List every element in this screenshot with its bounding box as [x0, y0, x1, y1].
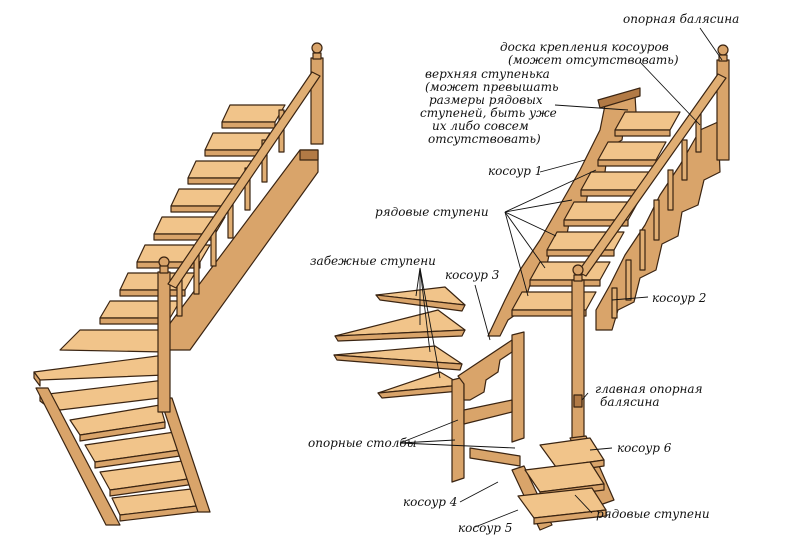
label-stringer-board-line1: доска крепления косоуров: [500, 40, 669, 54]
lower-flight-steps: [69, 404, 206, 522]
label-regular-steps-upper: рядовые ступени: [375, 205, 489, 219]
label-stringer-6: косоур 6: [617, 441, 672, 455]
exploded-upper-flight: [487, 44, 730, 337]
newel-posts: [157, 42, 324, 413]
support-posts: [451, 331, 525, 483]
label-top-step-line4: ступеней, быть уже: [420, 106, 557, 120]
label-stringer-4: косоур 4: [403, 495, 458, 509]
left-lower-stringer: [35, 387, 121, 526]
label-top-step-line5: их либо совсем: [432, 119, 529, 133]
label-stringer-3: косоур 3: [445, 268, 500, 282]
label-stringer-5: косоур 5: [458, 521, 513, 535]
winder-steps-exploded: [333, 286, 466, 399]
assembled-staircase: [33, 42, 324, 526]
exploded-lower-flight: [511, 435, 615, 531]
label-support-baluster: опорная балясина: [623, 12, 740, 26]
label-top-step-line6: отсутствовать): [428, 132, 541, 146]
label-stringer-1: косоур 1: [488, 164, 543, 178]
label-top-step-line1: верхняя ступенька: [425, 67, 550, 81]
stringer-3: [457, 339, 513, 401]
handrail: [167, 71, 321, 289]
label-stringer-board-line2: (может отсутствовать): [508, 53, 679, 67]
label-top-step-line2: (может превышать: [425, 80, 559, 94]
label-main-baluster-line2: балясина: [600, 395, 660, 409]
label-main-baluster-line1: главная опорная: [595, 382, 703, 396]
leader-lines: [399, 27, 723, 528]
label-top-step-line3: размеры рядовых: [429, 93, 543, 107]
label-winder-steps: забежные ступени: [310, 254, 436, 268]
label-support-posts: опорные столбы: [308, 436, 417, 450]
exploded-handrail: [577, 73, 727, 277]
exploded-balusters: [611, 111, 702, 319]
label-regular-steps-lower: рядовые ступени: [596, 507, 710, 521]
label-stringer-2: косоур 2: [652, 291, 707, 305]
stringer-4: [463, 399, 513, 425]
main-support-baluster: [571, 264, 585, 451]
